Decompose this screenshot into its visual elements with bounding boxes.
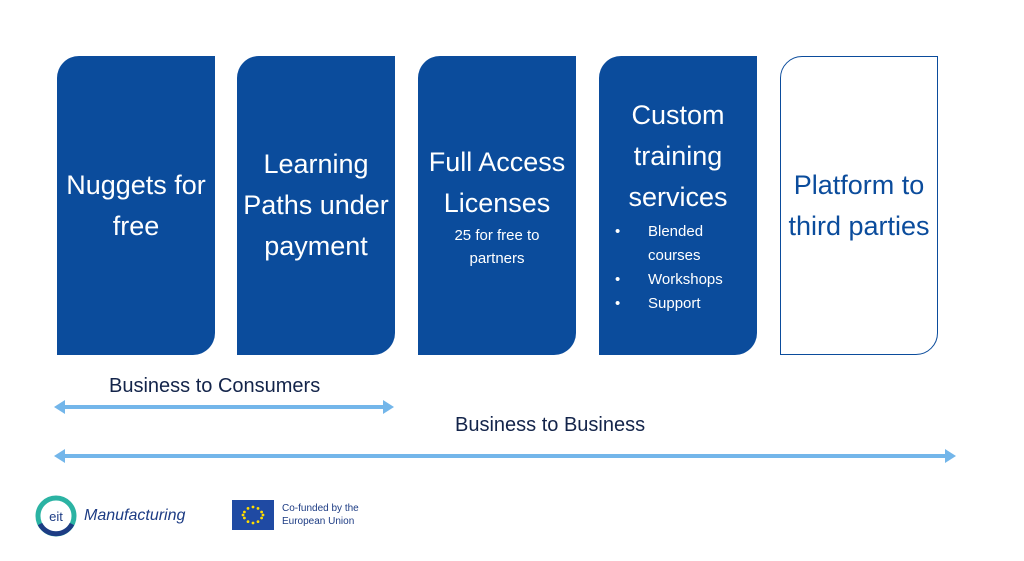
eit-logo-name: Manufacturing [84, 507, 186, 524]
list-item: •Blended courses [613, 220, 743, 268]
eu-flag-icon [232, 500, 274, 530]
card-title: Learning Paths under payment [243, 149, 389, 261]
eit-logo-icon: eit [35, 495, 77, 537]
card-title: Full Access Licenses [428, 146, 566, 218]
eit-logo-text: eit [49, 509, 63, 524]
card-custom-training: Custom training services •Blended course… [599, 56, 757, 355]
services-list: •Blended courses •Workshops •Support [613, 220, 743, 316]
b2b-label: Business to Business [455, 414, 646, 436]
card-platform-third-parties: Platform to third parties [780, 56, 938, 355]
card-learning-paths: Learning Paths under payment [237, 56, 395, 355]
bullet-icon: • [615, 271, 621, 288]
card-title: Custom training services [628, 100, 728, 212]
eit-manufacturing-logo: eit Manufacturing [34, 492, 194, 540]
b2b-arrow [54, 449, 956, 463]
b2c-label: Business to Consumers [109, 375, 321, 397]
list-item: •Workshops [613, 268, 743, 292]
list-item: •Support [613, 292, 743, 316]
eu-cofunded-text: Co-funded by the European Union [282, 503, 359, 527]
card-full-access-licenses: Full Access Licenses 25 for free to part… [418, 56, 576, 355]
bullet-icon: • [615, 223, 621, 240]
b2c-arrow [54, 400, 394, 414]
card-subtitle: 25 for free to partners [454, 226, 540, 267]
card-title: Nuggets for free [66, 169, 206, 241]
card-title: Platform to third parties [788, 169, 930, 241]
eu-cofunded-logo: Co-funded by the European Union [232, 500, 372, 530]
card-nuggets-for-free: Nuggets for free [57, 56, 215, 355]
bullet-icon: • [615, 295, 621, 312]
